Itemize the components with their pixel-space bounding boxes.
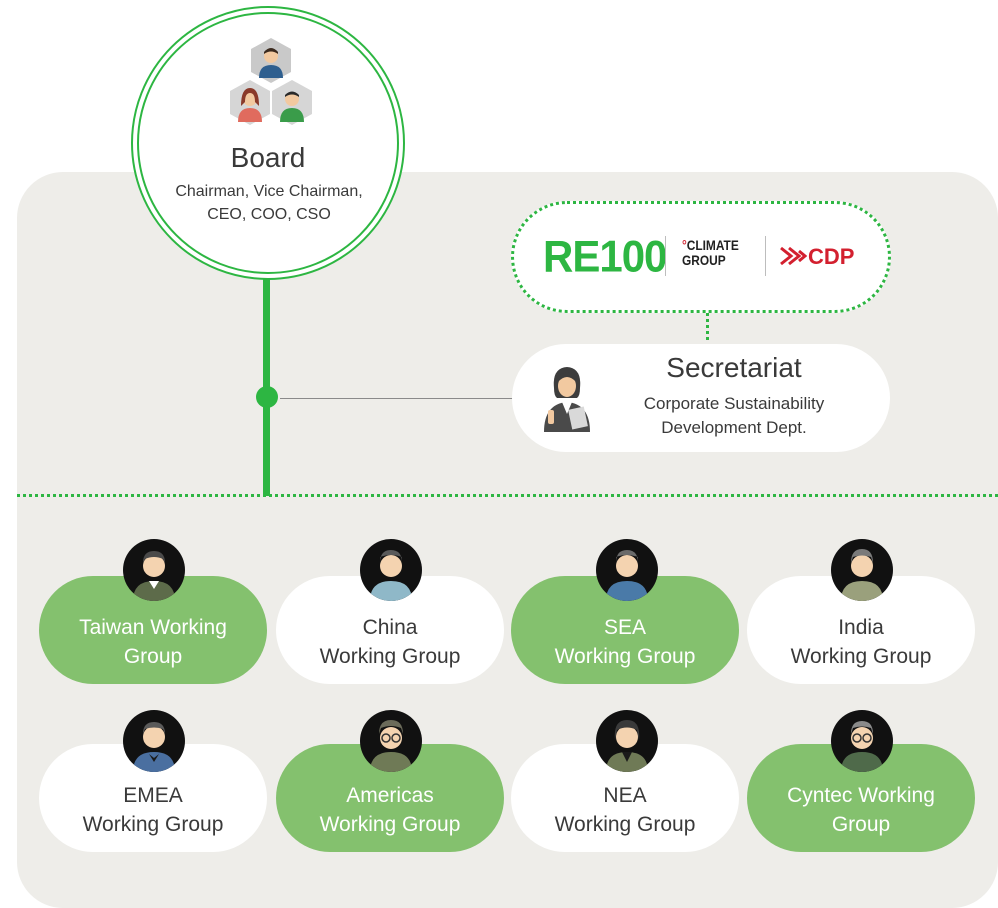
group-label-line2: Working Group bbox=[554, 645, 696, 668]
re100-logo: RE100 bbox=[543, 231, 667, 282]
person-avatar-icon bbox=[360, 539, 422, 601]
group-label-line2: Working Group bbox=[82, 813, 224, 836]
person-avatar-icon bbox=[123, 539, 185, 601]
secretariat-title: Secretariat bbox=[666, 352, 802, 383]
group-label-line1: India bbox=[838, 616, 884, 639]
secretariat-dept-line2: Development Dept. bbox=[661, 418, 807, 437]
climate-group-line1: CLIMATE bbox=[686, 237, 739, 253]
cdp-mark-icon bbox=[780, 246, 807, 266]
board-members: Chairman, Vice Chairman, CEO, COO, CSO bbox=[163, 180, 375, 226]
initiatives-connector-dots bbox=[706, 312, 709, 348]
group-label-line2: Working Group bbox=[554, 813, 696, 836]
board-circle: Board Chairman, Vice Chairman, CEO, COO,… bbox=[131, 6, 405, 280]
secretary-icon bbox=[544, 367, 590, 432]
group-label-line1: SEA bbox=[603, 616, 647, 639]
group-label-line1: Taiwan Working bbox=[79, 616, 227, 639]
climate-group-line2: GROUP bbox=[682, 252, 726, 268]
logo-separator bbox=[765, 236, 766, 276]
logo-separator bbox=[665, 236, 666, 276]
group-label-line2: Group bbox=[123, 645, 183, 668]
group-label-line2: Group bbox=[831, 813, 891, 836]
cdp-logo: CDP bbox=[808, 244, 855, 269]
group-label-line2: Working Group bbox=[319, 813, 461, 836]
connector-node bbox=[256, 386, 278, 408]
dotted-divider bbox=[17, 494, 998, 497]
group-label-line1: Cyntec Working bbox=[787, 784, 935, 807]
group-label-line2: Working Group bbox=[790, 645, 932, 668]
board-title: Board bbox=[230, 142, 306, 173]
climate-group-logo: °CLIMATE GROUP bbox=[682, 237, 739, 268]
person-avatar-icon bbox=[831, 710, 893, 772]
secretariat-dept-line1: Corporate Sustainability bbox=[643, 394, 825, 413]
board-connector-line bbox=[263, 268, 270, 496]
group-label-line1: NEA bbox=[603, 784, 647, 807]
person-avatar-icon bbox=[596, 539, 658, 601]
group-label-line1: China bbox=[362, 616, 418, 639]
board-members-line1: Chairman, Vice Chairman, bbox=[175, 183, 363, 200]
secretariat-box: Secretariat Corporate Sustainability Dev… bbox=[512, 344, 890, 452]
person-avatar-icon bbox=[123, 710, 185, 772]
secretariat-dept: Corporate Sustainability Development Dep… bbox=[608, 392, 860, 440]
group-label-line2: Working Group bbox=[319, 645, 461, 668]
person-avatar-icon bbox=[596, 710, 658, 772]
group-label-line1: Americas bbox=[346, 784, 434, 807]
board-members-line2: CEO, COO, CSO bbox=[207, 206, 331, 223]
person-avatar-icon bbox=[831, 539, 893, 601]
board-people-icon bbox=[230, 38, 312, 125]
secretariat-connector-line bbox=[280, 398, 514, 399]
group-label-line1: EMEA bbox=[123, 784, 183, 807]
person-avatar-icon bbox=[360, 710, 422, 772]
initiatives-logos: RE100 °CLIMATE GROUP CDP bbox=[511, 201, 891, 313]
